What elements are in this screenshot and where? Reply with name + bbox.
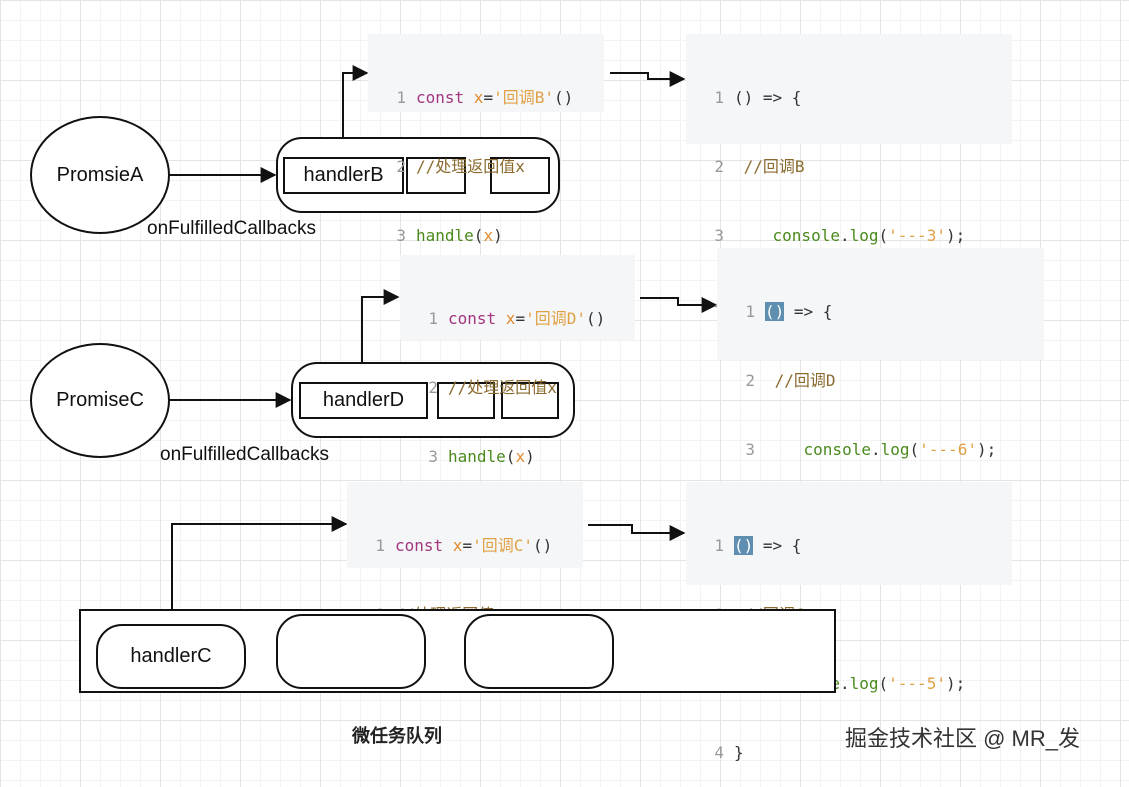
promise-c-node: PromiseC xyxy=(30,343,170,458)
connector-lines xyxy=(168,65,718,624)
arrow-codeb-callback xyxy=(610,71,686,87)
watermark: 掘金技术社区 @ MR_发 xyxy=(845,726,1081,751)
handler-c-box: handlerC xyxy=(96,624,246,689)
microtask-queue-title: 微任务队列 xyxy=(352,726,442,746)
handler-b-box: handlerB xyxy=(283,157,404,194)
arrow-handlerd-code xyxy=(361,289,400,381)
handler-c-label: handlerC xyxy=(130,645,212,667)
handler-d-label: handlerD xyxy=(322,389,405,411)
arrow-coded-callback xyxy=(640,297,718,313)
promise-c-queue-label: onFulfilledCallbacks xyxy=(160,444,329,465)
queue-a-slot-2 xyxy=(406,157,466,194)
code-callback-c: 1() => { 2 //回调C 3 console.log('---5'); … xyxy=(686,482,1012,762)
microtask-slot-3 xyxy=(464,614,614,689)
queue-a-slot-3 xyxy=(490,157,550,194)
code-callback-b: 1() => { 2 //回调B 3 console.log('---3'); … xyxy=(686,34,1012,314)
handler-b-label: handlerB xyxy=(303,164,384,186)
promise-a-queue-label: onFulfilledCallbacks xyxy=(147,218,316,239)
promise-a-label: PromsieA xyxy=(56,163,144,186)
arrow-handlerb-code xyxy=(342,65,369,158)
microtask-slot-2 xyxy=(276,614,426,689)
arrow-codec-callback xyxy=(588,524,686,541)
handler-d-box: handlerD xyxy=(299,382,428,419)
queue-c-slot-2 xyxy=(437,382,495,419)
promise-c-label: PromiseC xyxy=(56,389,144,411)
arrow-handlerc-code xyxy=(171,516,348,624)
promise-a-node: PromsieA xyxy=(30,116,170,234)
queue-c-slot-3 xyxy=(501,382,559,419)
code-callback-d: 1() => { 2 //回调D 3 console.log('---6'); … xyxy=(717,248,1044,528)
